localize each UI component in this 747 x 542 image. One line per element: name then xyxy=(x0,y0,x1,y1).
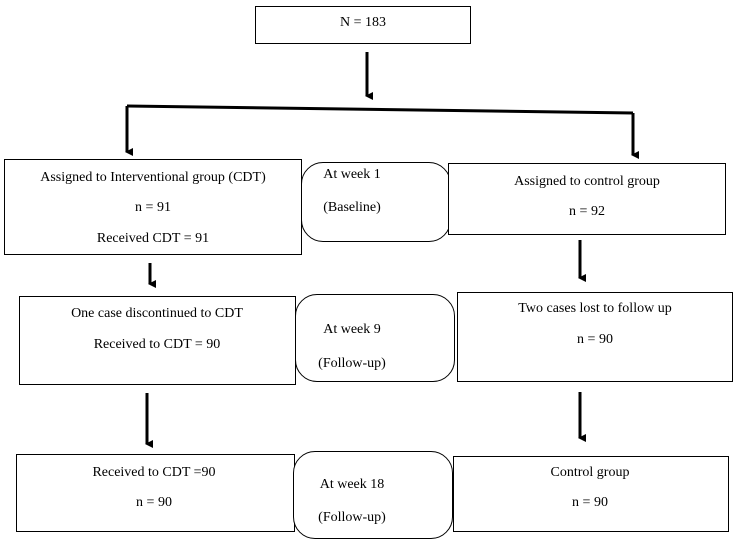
control-assigned-box xyxy=(448,163,726,235)
intervention-followup2-box xyxy=(16,454,295,532)
timepoint-week1-sub: (Baseline) xyxy=(323,200,381,215)
intervention-assigned-box xyxy=(4,159,302,255)
intervention-received-week18: Received to CDT =90 xyxy=(92,465,216,480)
timepoint-week9-box xyxy=(295,294,455,382)
intervention-assigned-n: n = 91 xyxy=(135,200,171,215)
control-n-week18: n = 90 xyxy=(572,495,608,510)
control-followup2-box xyxy=(453,456,729,532)
control-assigned-n: n = 92 xyxy=(569,204,605,219)
intervention-received: Received CDT = 91 xyxy=(96,231,210,246)
total-label: N = 183 xyxy=(339,15,387,30)
control-lost: Two cases lost to follow up xyxy=(518,301,672,316)
intervention-assigned-title: Assigned to Interventional group (CDT) xyxy=(40,170,266,185)
timepoint-week18-label: At week 18 xyxy=(319,477,385,492)
timepoint-week18-box xyxy=(293,451,453,539)
split-line xyxy=(126,104,634,115)
control-group-label: Control group xyxy=(550,465,630,480)
total-box xyxy=(255,6,471,44)
intervention-discontinued: One case discontinued to CDT xyxy=(71,306,243,321)
timepoint-week9-label: At week 9 xyxy=(323,322,381,337)
control-assigned-title: Assigned to control group xyxy=(514,174,660,189)
intervention-received-week9: Received to CDT = 90 xyxy=(93,337,221,352)
control-followup1-box xyxy=(457,292,733,382)
intervention-n-week18: n = 90 xyxy=(136,495,172,510)
control-n-week9: n = 90 xyxy=(577,332,613,347)
timepoint-week9-sub: (Follow-up) xyxy=(318,356,386,371)
timepoint-week18-sub: (Follow-up) xyxy=(318,510,386,525)
timepoint-week1-label: At week 1 xyxy=(323,167,381,182)
